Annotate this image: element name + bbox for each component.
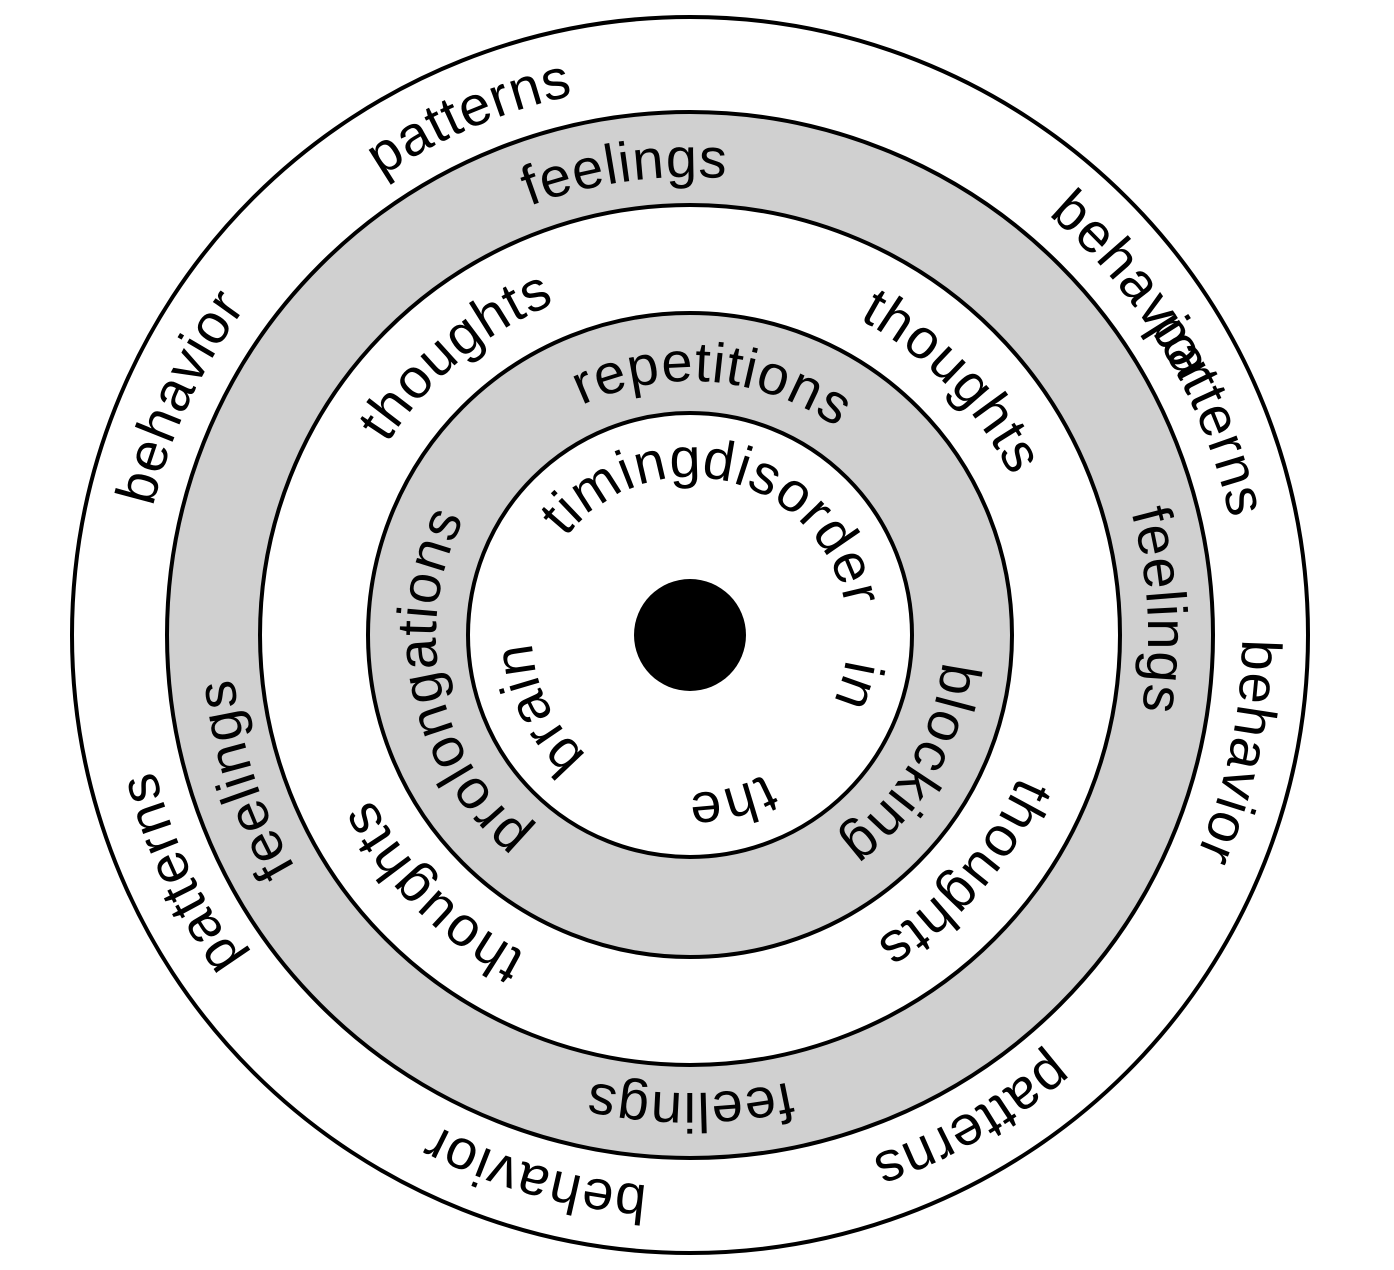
center-dot bbox=[634, 579, 746, 691]
feelings-label-3: feelings bbox=[580, 1070, 799, 1144]
